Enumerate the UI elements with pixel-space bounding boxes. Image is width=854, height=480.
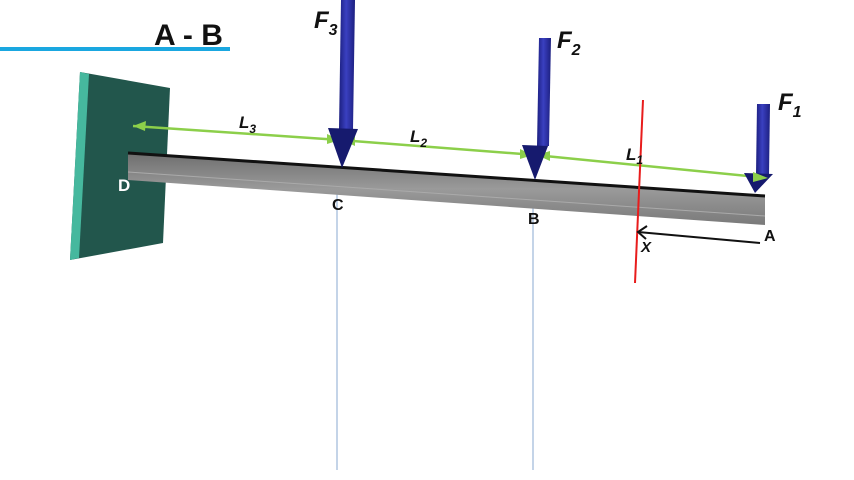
point-label-b: B	[528, 211, 540, 228]
point-label-d: D	[118, 176, 130, 195]
point-label-a: A	[764, 228, 776, 245]
force-arrow-f3	[328, 0, 358, 168]
length-label-l2: L2	[410, 127, 427, 150]
section-label-x: X	[640, 239, 652, 256]
force-label-f3: F3	[314, 7, 338, 39]
length-label-l1: L1	[626, 145, 643, 167]
section-cut-line	[634, 99, 644, 284]
force-label-f2: F2	[557, 27, 581, 59]
force-arrow-f2	[522, 38, 551, 180]
title: A - B	[154, 19, 223, 52]
length-label-l3: L3	[239, 113, 256, 136]
beam	[127, 151, 766, 225]
fixed-wall	[70, 72, 170, 260]
force-label-f1: F1	[778, 89, 802, 121]
x-distance-arrow	[636, 225, 761, 244]
point-label-c: C	[332, 197, 344, 214]
dimension-arrowhead	[753, 172, 768, 182]
